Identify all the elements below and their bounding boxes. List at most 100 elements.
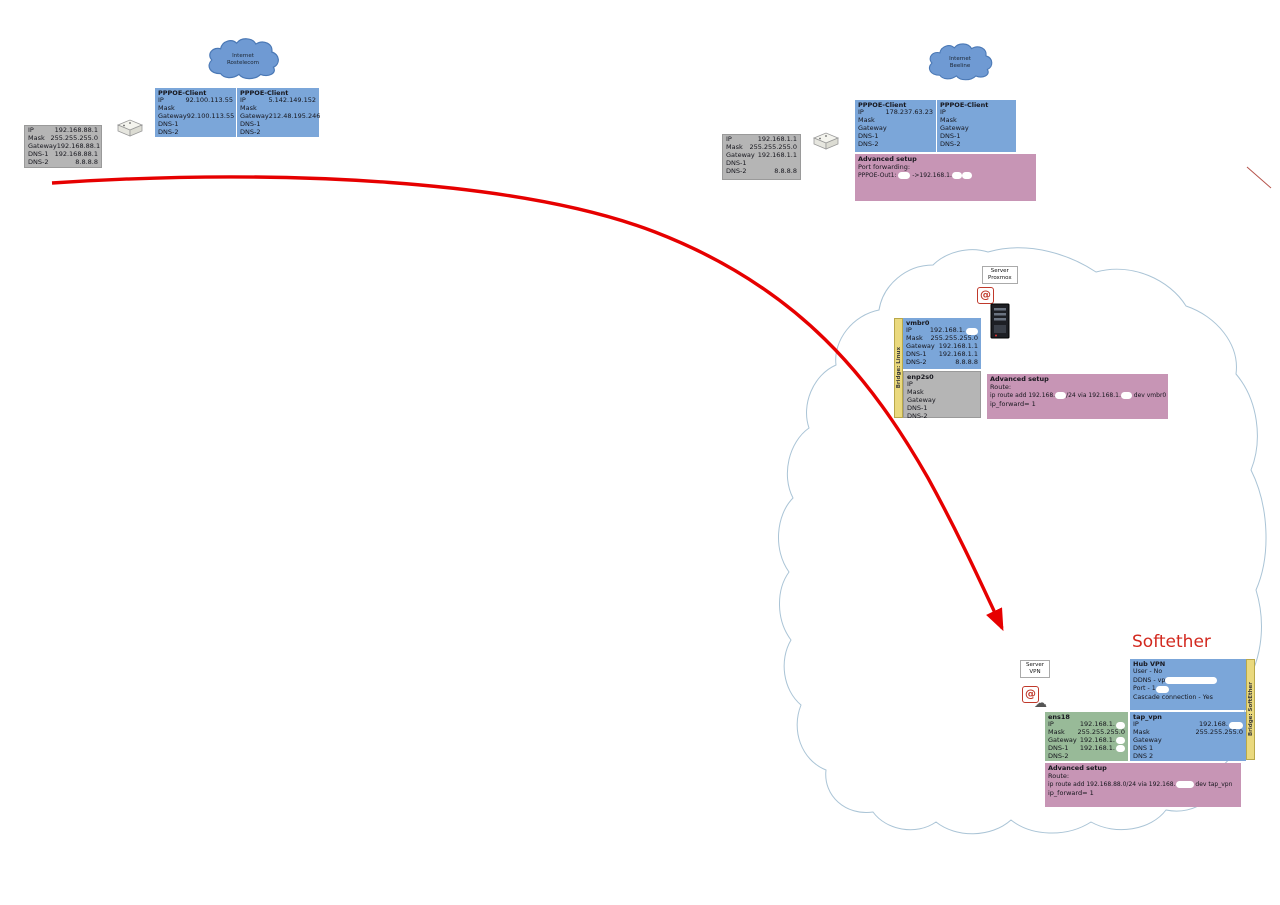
config-row: DNS-1 <box>858 131 879 140</box>
hub-vpn-line: Port - 1 <box>1130 685 1246 694</box>
redaction-blob <box>951 172 962 180</box>
advanced-subtitle: Route: <box>990 383 1012 392</box>
box-title: Hub VPN <box>1133 660 1166 668</box>
internet-cloud-beeline: Internet Beeline <box>924 38 996 88</box>
advanced-setup-box-proxmox: Advanced setup Route: ip route add 192.1… <box>987 374 1168 419</box>
config-row: DNS-2 <box>940 139 961 148</box>
config-row: Mask <box>940 116 957 125</box>
config-row: DNS-1 <box>940 131 961 140</box>
ip-forward-line: ip_forward= 1 <box>990 399 1036 408</box>
redaction-blob <box>961 172 972 180</box>
config-row: Mask <box>240 104 257 113</box>
redaction-blob <box>1175 781 1194 789</box>
bridge-softether-text: Bridge: SoftEther <box>1247 682 1254 737</box>
server-label-line2: VPN <box>1029 669 1041 676</box>
internet-cloud-rostelecom: Internet Rostelecom <box>203 33 283 87</box>
softether-title: Softether <box>1132 632 1211 652</box>
cloud-icon <box>208 38 279 80</box>
redaction-blob <box>1155 685 1169 693</box>
redaction-blob <box>898 172 911 180</box>
server-vpn-label: Server VPN <box>1020 660 1051 679</box>
router-icon-beeline <box>810 130 840 156</box>
cloud-label-line2: Rostelecom <box>226 60 259 66</box>
config-row: Mask <box>158 104 175 113</box>
debian-icon-proxmox: @ <box>977 287 994 304</box>
config-row: DNS 2 <box>1133 751 1154 760</box>
port-forwarding-rule: PPPOE-Out1: ->192.168.1. <box>855 172 1036 180</box>
advanced-subtitle: Route: <box>1048 772 1070 781</box>
box-title: PPPOE-Client <box>158 89 207 97</box>
hub-vpn-line: User - No <box>1133 668 1163 676</box>
box-title: PPPOE-Client <box>940 101 989 109</box>
box-title: enp2s0 <box>907 373 934 381</box>
cloud-icon <box>929 43 993 81</box>
server-proxmox-label: Server Proxmox <box>982 266 1018 285</box>
server-label-line1: Server <box>990 268 1009 274</box>
config-row: DNS-2 <box>158 127 179 136</box>
config-row: DNS-2 <box>1048 751 1069 760</box>
small-cloud-icon: ☁ <box>1034 696 1047 711</box>
hub-vpn-line: Cascade connection - Yes <box>1133 693 1213 701</box>
corner-line <box>1246 166 1272 189</box>
config-row: Gateway <box>940 123 969 132</box>
server-label-line2: Proxmox <box>988 275 1012 282</box>
config-row: IP <box>940 108 946 117</box>
server-label-line1: Server <box>1026 662 1045 668</box>
config-row: DNS-2 <box>240 127 261 136</box>
bridge-linux-label: Bridge: Linux <box>894 318 903 418</box>
redaction-blob <box>1116 737 1125 745</box>
config-row: DNS-1 <box>726 158 747 167</box>
box-title: tap_vpn <box>1133 713 1162 721</box>
cloud-label: Internet Rostelecom <box>203 33 283 87</box>
red-arrow <box>51 175 1004 632</box>
redaction-blob <box>1165 677 1218 685</box>
advanced-subtitle: Port forwarding: <box>858 163 911 172</box>
config-row: DNS-1 <box>240 119 261 128</box>
cloud-label: Internet Beeline <box>924 38 996 88</box>
router-icon-rostelecom <box>114 117 144 143</box>
ip-forward-line: ip_forward= 1 <box>1048 788 1094 797</box>
advanced-setup-box-beeline: Advanced setup Port forwarding: PPPOE-Ou… <box>855 154 1036 201</box>
box-title: Advanced setup <box>1048 764 1107 772</box>
redaction-blob <box>1116 745 1125 753</box>
bridge-softether-label: Bridge: SoftEther <box>1246 659 1255 760</box>
cloud-label-line2: Beeline <box>949 63 971 69</box>
route-rule: ip route add 192.168.88.0/24 via 192.168… <box>1048 780 1233 789</box>
box-title: Advanced setup <box>858 155 917 163</box>
box-title: PPPOE-Client <box>240 89 289 97</box>
config-row: Gateway <box>858 123 887 132</box>
bridge-linux-text: Bridge: Linux <box>895 347 902 389</box>
cloud-label-line1: Internet <box>232 52 254 59</box>
